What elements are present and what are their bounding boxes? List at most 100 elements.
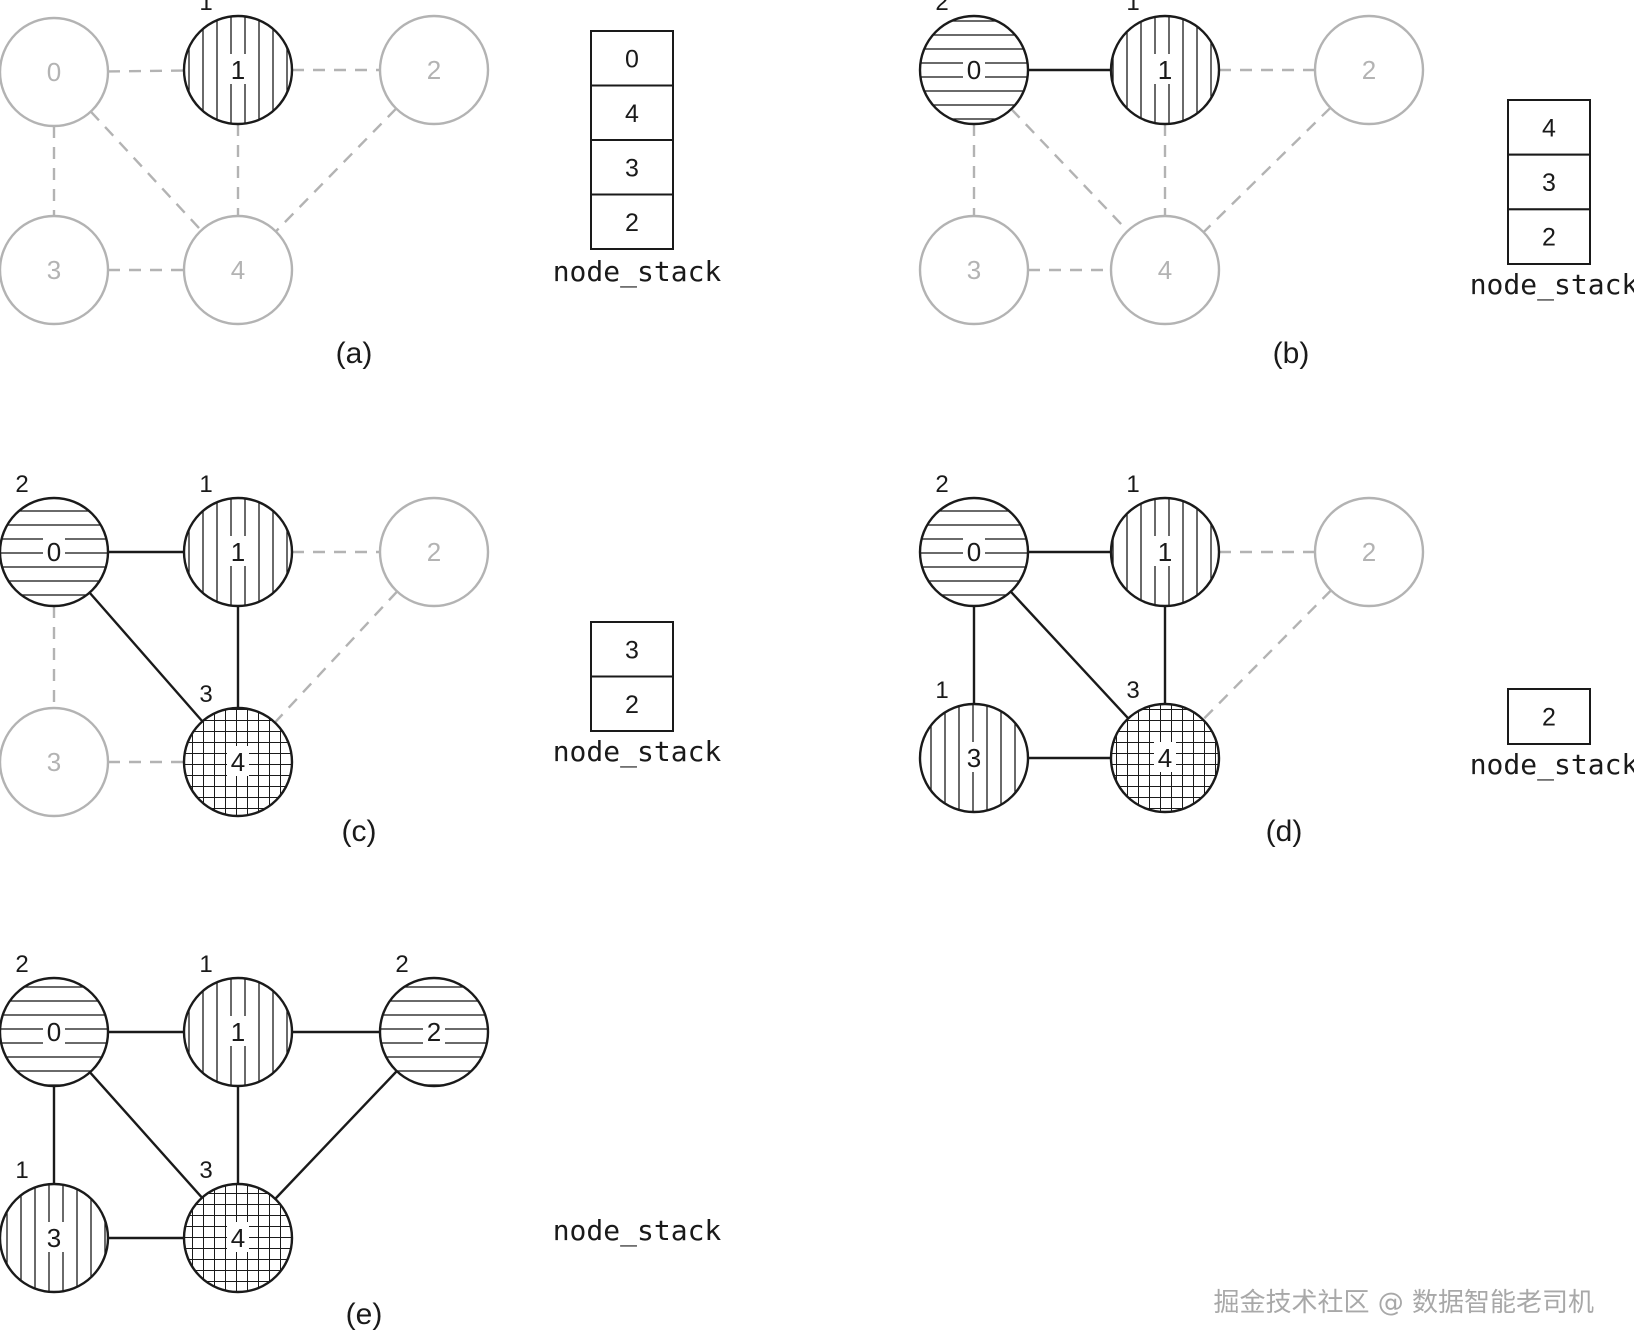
stack-label: node_stack [1470, 748, 1634, 782]
node-label: 2 [427, 537, 441, 567]
node-b-0: 02 [918, 0, 1030, 126]
node-label: 4 [231, 255, 245, 285]
panel-caption: (e) [346, 1298, 383, 1331]
node-label: 4 [1158, 743, 1172, 773]
stack-cell [1507, 208, 1591, 265]
node-label: 2 [427, 55, 441, 85]
edge-e-0-4 [89, 1071, 203, 1199]
node-label: 0 [47, 57, 61, 87]
node-a-2: 2 [378, 14, 490, 126]
node-color-label: 2 [935, 471, 948, 498]
edge-b-2-4 [1202, 106, 1332, 234]
node-color-label: 2 [935, 0, 948, 16]
stack-label: node_stack [1470, 268, 1634, 302]
stack-cell [590, 675, 674, 732]
node-label-backing [1154, 742, 1176, 772]
node-color-label: 2 [395, 951, 408, 978]
node-e-0: 02 [0, 951, 110, 1088]
node-e-1: 11 [182, 951, 294, 1088]
node-label-backing [43, 1222, 65, 1252]
stack-cell [1507, 153, 1591, 211]
stack-label: node_stack [553, 735, 722, 769]
stack-cell-value: 0 [625, 45, 639, 73]
node-c-0: 02 [0, 471, 110, 608]
node-d-0: 02 [918, 471, 1030, 608]
edge-a-2-4 [274, 107, 398, 233]
stack-cell [1507, 688, 1591, 745]
node-d-4: 43 [1109, 677, 1221, 814]
node-label: 1 [231, 1017, 245, 1047]
node-stack-c: 32 [590, 621, 674, 732]
node-color-label: 1 [15, 1157, 28, 1184]
node-circle [0, 214, 110, 326]
node-a-1: 11 [182, 0, 294, 126]
stack-cell [590, 30, 674, 87]
panel-caption: (d) [1266, 815, 1303, 848]
edge-d-0-4 [1009, 590, 1130, 720]
node-label-backing [963, 742, 985, 772]
node-b-2: 2 [1313, 14, 1425, 126]
stack-cell-value: 2 [1542, 224, 1556, 252]
node-stack-b: 4 3 2 [1507, 99, 1591, 265]
node-d-2: 2 [1313, 496, 1425, 608]
stack-label: node_stack [553, 255, 722, 289]
node-label: 0 [47, 1017, 61, 1047]
node-label-backing [963, 54, 985, 84]
stack-cell-value: 4 [625, 100, 639, 128]
edge-b-0-4 [1010, 108, 1129, 232]
node-color-label: 1 [199, 951, 212, 978]
node-a-4: 4 [182, 214, 294, 326]
node-label-backing [963, 536, 985, 566]
node-color-label: 3 [199, 681, 212, 708]
node-label: 3 [47, 1223, 61, 1253]
stack-cell-value: 2 [625, 691, 639, 719]
node-circle [378, 496, 490, 608]
edge-e-2-4 [274, 1070, 398, 1200]
node-e-4: 43 [182, 1157, 294, 1294]
node-label: 4 [231, 747, 245, 777]
edge-d-2-4 [1202, 589, 1332, 721]
node-label-backing [423, 1016, 445, 1046]
node-label: 0 [967, 55, 981, 85]
node-a-3: 3 [0, 214, 110, 326]
node-label: 2 [427, 1017, 441, 1047]
node-color-label: 1 [935, 677, 948, 704]
node-circle [1109, 214, 1221, 326]
stack-cell [590, 139, 674, 196]
node-label: 4 [1158, 255, 1172, 285]
node-label: 1 [231, 55, 245, 85]
node-label-backing [227, 1222, 249, 1252]
node-e-3: 31 [0, 1157, 110, 1294]
node-label-backing [43, 1016, 65, 1046]
node-circle [1313, 14, 1425, 126]
node-b-3: 3 [918, 214, 1030, 326]
node-label-backing [227, 1016, 249, 1046]
node-label: 4 [231, 1223, 245, 1253]
node-label: 1 [231, 537, 245, 567]
watermark-text: 掘金技术社区 @ 数据智能老司机 [1213, 1288, 1594, 1318]
node-color-label: 2 [15, 471, 28, 498]
panel-caption: (a) [336, 337, 373, 370]
node-label-backing [1154, 54, 1176, 84]
node-d-3: 31 [918, 677, 1030, 814]
node-b-4: 4 [1109, 214, 1221, 326]
stack-cell-value: 3 [625, 636, 639, 664]
stack-cell-value: 3 [1542, 169, 1556, 197]
node-circle [182, 214, 294, 326]
node-label-backing [227, 536, 249, 566]
node-circle [918, 214, 1030, 326]
stack-cell [590, 193, 674, 250]
node-label: 3 [967, 255, 981, 285]
edge-a-0-1 [107, 69, 185, 73]
node-label: 2 [1362, 55, 1376, 85]
node-circle [0, 706, 110, 818]
node-color-label: 3 [1126, 677, 1139, 704]
edge-c-0-4 [88, 591, 204, 723]
stack-cell-value: 4 [1542, 114, 1556, 142]
